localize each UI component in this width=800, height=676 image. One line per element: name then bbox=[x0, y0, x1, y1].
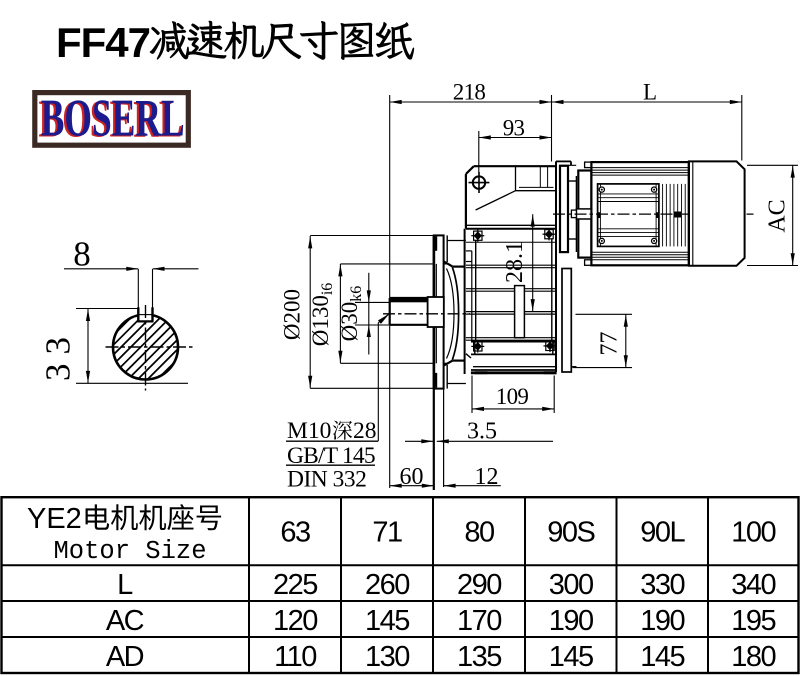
svg-text:AC: AC bbox=[106, 605, 144, 637]
svg-text:YE2: YE2 bbox=[27, 503, 82, 535]
svg-text:AD: AD bbox=[106, 641, 144, 673]
svg-text:71: 71 bbox=[372, 517, 402, 549]
svg-text:28: 28 bbox=[353, 418, 377, 444]
svg-text:145: 145 bbox=[549, 641, 593, 673]
svg-text:60: 60 bbox=[400, 464, 424, 490]
svg-text:135: 135 bbox=[457, 641, 501, 673]
svg-text:12: 12 bbox=[475, 464, 499, 490]
svg-text:170: 170 bbox=[457, 605, 501, 637]
svg-text:145: 145 bbox=[365, 605, 409, 637]
svg-text:BOSERL: BOSERL bbox=[41, 90, 185, 148]
svg-text:DIN 332: DIN 332 bbox=[287, 467, 366, 493]
svg-text:Ø30k6: Ø30k6 bbox=[337, 286, 365, 342]
svg-text:340: 340 bbox=[731, 569, 775, 601]
svg-text:M10: M10 bbox=[287, 418, 331, 444]
svg-text:8: 8 bbox=[73, 235, 91, 274]
svg-text:90S: 90S bbox=[547, 517, 595, 549]
svg-text:Ø200: Ø200 bbox=[280, 289, 305, 340]
svg-text:33: 33 bbox=[38, 328, 77, 381]
svg-text:190: 190 bbox=[549, 605, 593, 637]
svg-text:100: 100 bbox=[731, 517, 775, 549]
svg-text:218: 218 bbox=[453, 80, 486, 105]
svg-text:90L: 90L bbox=[640, 517, 685, 549]
svg-text:195: 195 bbox=[731, 605, 775, 637]
svg-text:290: 290 bbox=[457, 569, 501, 601]
svg-text:225: 225 bbox=[273, 569, 317, 601]
svg-text:BOSERL: BOSERL bbox=[39, 90, 183, 148]
svg-text:190: 190 bbox=[640, 605, 684, 637]
svg-text:130: 130 bbox=[365, 641, 409, 673]
svg-text:260: 260 bbox=[365, 569, 409, 601]
svg-text:L: L bbox=[643, 80, 657, 105]
svg-text:Motor Size: Motor Size bbox=[53, 537, 206, 566]
svg-text:120: 120 bbox=[273, 605, 317, 637]
svg-text:110: 110 bbox=[274, 641, 316, 673]
svg-text:FF47: FF47 bbox=[56, 19, 150, 66]
svg-text:3.5: 3.5 bbox=[467, 419, 497, 445]
svg-text:145: 145 bbox=[640, 641, 684, 673]
svg-text:180: 180 bbox=[731, 641, 775, 673]
svg-text:330: 330 bbox=[640, 569, 684, 601]
svg-text:80: 80 bbox=[464, 517, 494, 549]
svg-text:300: 300 bbox=[549, 569, 593, 601]
svg-text:109: 109 bbox=[496, 384, 529, 409]
svg-text:93: 93 bbox=[503, 115, 525, 140]
svg-text:63: 63 bbox=[280, 517, 310, 549]
svg-text:L: L bbox=[117, 569, 133, 601]
svg-text:77: 77 bbox=[597, 332, 623, 356]
svg-text:28.1: 28.1 bbox=[502, 241, 528, 283]
svg-text:AC: AC bbox=[765, 199, 791, 232]
